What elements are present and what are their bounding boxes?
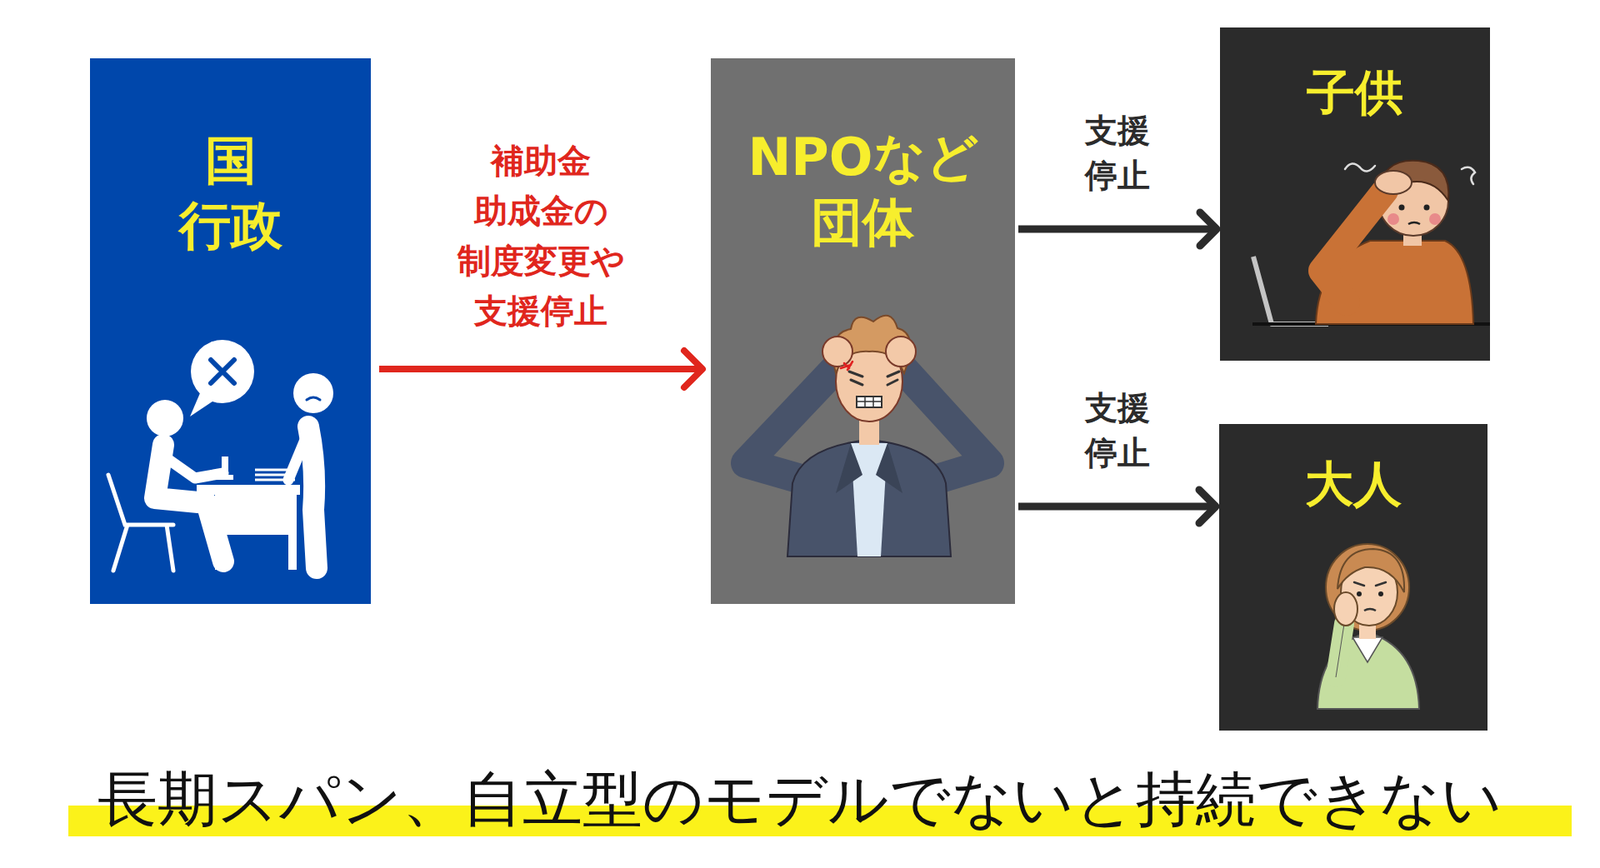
worried-adult (1325, 544, 1410, 631)
edge-label: 補助金 助成金の 制度変更や 支援停止 (454, 134, 629, 338)
standing-applicant (293, 373, 334, 414)
node-label: 国 行政 (179, 128, 283, 258)
arrowhead (1200, 212, 1217, 246)
standing-applicant (288, 440, 305, 480)
standing-applicant (306, 397, 320, 400)
arrowhead (1199, 490, 1216, 524)
worried-child (1424, 205, 1430, 211)
desk (288, 533, 297, 570)
arrow-connector (1018, 490, 1216, 524)
stressed-staff (822, 336, 853, 367)
arrowhead (684, 350, 703, 388)
caption-box: 長期スパン、自立型のモデルでないと持続できない (0, 763, 1600, 835)
stressed-staff (787, 440, 951, 557)
worried-adult (1364, 609, 1376, 611)
worried-adult (1335, 624, 1345, 678)
standing-applicant (288, 373, 334, 569)
stressed-staff (835, 443, 903, 494)
node-label: 大人 (1305, 454, 1402, 515)
caption: 長期スパン、自立型のモデルでないと持続できない (97, 763, 1503, 835)
edge-label: 支援 停止 (1081, 106, 1154, 201)
stressed-staff (856, 396, 882, 408)
desk (215, 495, 297, 535)
node-label: NPOなど 団体 (747, 125, 978, 255)
stressed-staff (840, 361, 853, 370)
worried-child (1375, 170, 1412, 195)
seated-official (146, 400, 224, 562)
edge-label: 支援 停止 (1081, 384, 1154, 479)
child-box: 子供 (1220, 27, 1490, 361)
worried-child (1387, 213, 1400, 225)
speech-bubble (210, 360, 235, 384)
stressed-staff (856, 396, 882, 408)
adult-box: 大人 (1219, 424, 1488, 731)
connector-line (379, 365, 700, 373)
edge-label-box: 補助金 助成金の 制度変更や 支援停止 (454, 134, 629, 338)
arrow-connector (1018, 212, 1217, 246)
worried-adult (1356, 591, 1362, 597)
edge-label-box: 支援 停止 (1081, 106, 1154, 201)
worried-child (1345, 163, 1475, 185)
arrow-connector (379, 350, 703, 388)
seated-official (166, 458, 224, 479)
worried-child (1429, 213, 1441, 225)
connector-line (1018, 225, 1215, 234)
seated-official (146, 400, 184, 437)
worried-adult (1337, 549, 1405, 593)
stressed-staff (885, 336, 916, 367)
worried-adult (1352, 637, 1383, 663)
stressed-staff (849, 371, 900, 385)
speech-bubble (190, 393, 215, 417)
node-label: 子供 (1306, 62, 1404, 124)
worried-adult (1354, 582, 1386, 586)
worried-adult (1334, 592, 1358, 626)
worried-child (1321, 190, 1385, 303)
worried-child (1408, 222, 1420, 225)
standing-applicant (308, 426, 317, 569)
edge-label-box: 支援 停止 (1081, 384, 1154, 479)
speech-bubble (190, 340, 255, 417)
connector-line (1018, 503, 1214, 511)
worried-adult (1335, 624, 1345, 678)
desk (196, 485, 300, 495)
government-box: 国 行政 (90, 58, 371, 605)
worried-child (1399, 205, 1405, 211)
seated-official (155, 445, 224, 562)
organization-box: NPOなど 団体 (710, 58, 1015, 605)
worried-adult (1378, 591, 1384, 597)
